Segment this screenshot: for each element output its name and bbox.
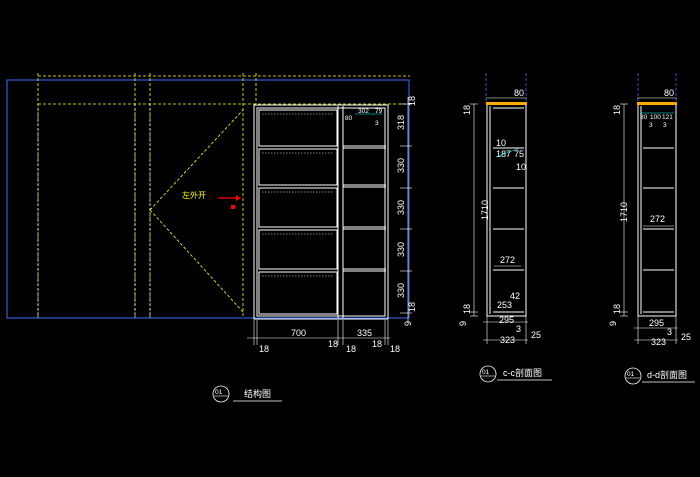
dim-thick-0: 18 <box>259 344 269 354</box>
caption-title: 结构图 <box>244 388 271 399</box>
dim-right-3: 330 <box>396 200 406 215</box>
cc-bottom-3: 25 <box>531 330 541 340</box>
dim-thick-1: 18 <box>328 339 338 349</box>
cc-inner-2: 75 <box>514 149 524 159</box>
elevation-view: 左外开 18 318 330 330 330 330 18 9 <box>6 73 417 403</box>
dd-inner-4: 3 <box>663 122 667 129</box>
dd-inner-1: 100 <box>650 114 661 121</box>
cc-caption-number: 01 <box>482 369 490 376</box>
cc-left-top-dim: 18 <box>462 105 472 115</box>
dd-caption-title: d-d剖面图 <box>647 369 687 380</box>
door-opening-note: 左外开 <box>182 190 206 200</box>
elevation-caption: 01 结构图 <box>212 385 282 403</box>
cc-bottom-0: 295 <box>499 315 514 325</box>
cc-inner-0: 10 <box>496 138 506 148</box>
dim-thick-2: 18 <box>346 344 356 354</box>
dd-left-bottom-0: 18 <box>612 304 622 314</box>
elevation-hidden-lines <box>37 73 410 318</box>
dim-bottom-1: 335 <box>357 328 372 338</box>
dim-right-7: 9 <box>403 321 413 326</box>
cc-inner-6: 253 <box>497 300 512 310</box>
dd-inner-5: 272 <box>650 214 665 224</box>
cc-left-bottom-0: 18 <box>462 304 472 314</box>
bottom-dimension-labels: 700 335 18 18 18 18 18 <box>259 328 400 354</box>
right-dimension-chain <box>400 97 412 322</box>
dim-right-1: 318 <box>396 115 406 130</box>
dim-top-0: 80 <box>345 115 353 122</box>
dim-right-5: 330 <box>396 283 406 298</box>
dd-top-dim: 80 <box>664 88 674 98</box>
bottom-dimension-chain <box>247 320 390 345</box>
cc-bottom-2: 3 <box>516 324 521 334</box>
dim-right-0: 18 <box>407 96 417 106</box>
cc-inner-3: 10 <box>516 162 526 172</box>
dd-inner-0: 80 <box>640 114 648 121</box>
top-detail-dims: 80 302 79 3 <box>345 108 383 127</box>
dd-inner-2: 121 <box>662 114 673 121</box>
shelf-hidden-details <box>262 113 334 277</box>
dd-inner-3: 3 <box>649 122 653 129</box>
cc-left-bottom-1: 9 <box>458 321 468 326</box>
cc-inner-5: 42 <box>510 291 520 301</box>
dd-left-bottom-1: 9 <box>608 321 618 326</box>
cc-top-dim: 80 <box>514 88 524 98</box>
cc-height-dim: 1710 <box>480 200 490 220</box>
dd-height-dim: 1710 <box>619 202 629 222</box>
dd-caption-number: 01 <box>627 371 635 378</box>
caption-number: 01 <box>215 389 223 396</box>
cc-caption-title: c-c剖面图 <box>503 367 542 378</box>
right-dimension-labels: 18 318 330 330 330 330 18 9 <box>396 96 417 326</box>
dd-bottom-2: 3 <box>667 327 672 337</box>
dim-top-1: 302 <box>358 108 369 115</box>
dd-left-top-dim: 18 <box>612 105 622 115</box>
dim-top-2: 79 <box>375 108 383 115</box>
section-cc: 18 1710 18 9 80 10 187 75 10 272 42 253 … <box>458 73 552 383</box>
dd-bottom-3: 25 <box>681 332 691 342</box>
dd-bottom-1: 323 <box>651 337 666 347</box>
dd-bottom-0: 295 <box>649 318 664 328</box>
dim-right-6: 18 <box>407 302 417 312</box>
elevation-frame <box>6 79 410 319</box>
cc-inner-4: 272 <box>500 255 515 265</box>
elevation-panel-lines <box>37 104 151 318</box>
section-cc-caption: 01 c-c剖面图 <box>479 365 552 383</box>
dim-right-2: 330 <box>396 158 406 173</box>
cabinet-body <box>253 104 389 320</box>
dim-top-3: 3 <box>375 120 379 127</box>
section-dd-caption: 01 d-d剖面图 <box>624 367 695 385</box>
dim-thick-3: 18 <box>372 339 382 349</box>
dim-thick-4: 18 <box>390 344 400 354</box>
cc-bottom-1: 323 <box>500 335 515 345</box>
dim-right-4: 330 <box>396 242 406 257</box>
section-dd: 18 1710 18 9 80 80 100 121 3 3 272 295 3… <box>608 73 695 385</box>
dim-bottom-0: 700 <box>291 328 306 338</box>
door-swing-arrow <box>218 195 241 209</box>
